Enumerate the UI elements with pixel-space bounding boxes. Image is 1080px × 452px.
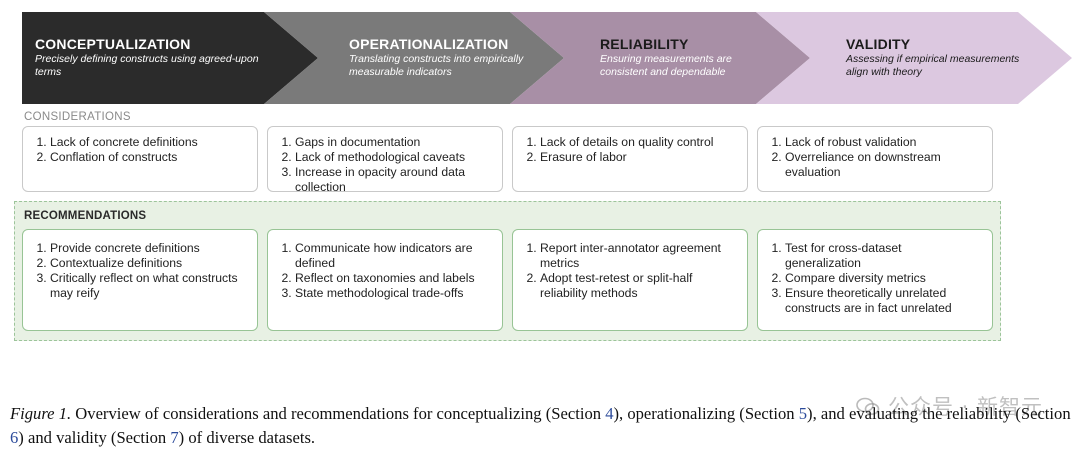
section-ref-link[interactable]: 7 <box>170 428 179 447</box>
stage-subtitle: Ensuring measurements are consistent and… <box>600 53 732 78</box>
caption-text: ) and validity (Section <box>18 428 171 447</box>
stage-conceptualization: CONCEPTUALIZATION Precisely defining con… <box>35 36 260 79</box>
caption-text: ), and evaluating the reliability (Secti… <box>807 404 1071 423</box>
caption-text: Overview of considerations and recommend… <box>71 404 606 423</box>
stage-title: CONCEPTUALIZATION <box>35 36 191 52</box>
considerations-box-validity: Lack of robust validation Overreliance o… <box>757 126 993 192</box>
caption-text: ) of diverse datasets. <box>178 428 316 447</box>
list-item: Ensure theoretically unrelated construct… <box>785 286 980 316</box>
wechat-icon <box>856 397 880 415</box>
figure-label: Figure 1. <box>10 404 72 423</box>
list-item: Test for cross-dataset generalization <box>785 241 980 271</box>
list-item: Lack of details on quality control <box>540 135 735 150</box>
list-item: Lack of methodological caveats <box>295 150 490 165</box>
stage-title: RELIABILITY <box>600 36 689 52</box>
figure-caption: Figure 1. Overview of considerations and… <box>10 402 1075 450</box>
watermark: 公众号 · 新智元 <box>856 391 1043 421</box>
list-item: Lack of robust validation <box>785 135 980 150</box>
list-item: Contextualize definitions <box>50 256 245 271</box>
stage-arrow-operationalization <box>264 12 564 104</box>
section-ref-link[interactable]: 5 <box>798 404 808 423</box>
list-item: Adopt test-retest or split-half reliabil… <box>540 271 735 301</box>
stage-validity: VALIDITY Assessing if empirical measurem… <box>846 36 1036 79</box>
recommendations-label: RECOMMENDATIONS <box>24 210 147 222</box>
list-item: Conflation of constructs <box>50 150 245 165</box>
list-item: Gaps in documentation <box>295 135 490 150</box>
stage-subtitle: Assessing if empirical measurements alig… <box>846 53 1020 78</box>
considerations-label: CONSIDERATIONS <box>24 111 131 123</box>
stage-subtitle: Translating constructs into empirically … <box>349 53 524 78</box>
recommendations-box-conceptualization: Provide concrete definitions Contextuali… <box>22 229 258 331</box>
section-ref-link[interactable]: 4 <box>605 404 614 423</box>
list-item: Erasure of labor <box>540 150 735 165</box>
considerations-box-operationalization: Gaps in documentation Lack of methodolog… <box>267 126 503 195</box>
considerations-box-conceptualization: Lack of concrete definitions Conflation … <box>22 126 258 192</box>
recommendations-box-reliability: Report inter-annotator agreement metrics… <box>512 229 748 331</box>
stage-title: VALIDITY <box>846 36 911 52</box>
stage-arrow-conceptualization <box>22 12 318 104</box>
list-item: Provide concrete definitions <box>50 241 245 256</box>
list-item: Communicate how indicators are defined <box>295 241 490 271</box>
recommendations-box-validity: Test for cross-dataset generalization Co… <box>757 229 993 331</box>
list-item: Reflect on taxonomies and labels <box>295 271 490 286</box>
list-item: Compare diversity metrics <box>785 271 980 286</box>
caption-text: ), operationalizing (Section <box>613 404 799 423</box>
list-item: Report inter-annotator agreement metrics <box>540 241 735 271</box>
list-item: Lack of concrete definitions <box>50 135 245 150</box>
recommendations-box-operationalization: Communicate how indicators are defined R… <box>267 229 503 331</box>
stage-title: OPERATIONALIZATION <box>349 36 509 52</box>
list-item: State methodological trade-offs <box>295 286 490 301</box>
list-item: Increase in opacity around data collecti… <box>295 165 490 195</box>
section-ref-link[interactable]: 6 <box>10 428 19 447</box>
stage-arrow-reliability <box>510 12 810 104</box>
stage-subtitle: Precisely defining constructs using agre… <box>35 53 259 78</box>
list-item: Critically reflect on what constructs ma… <box>50 271 245 301</box>
considerations-box-reliability: Lack of details on quality control Erasu… <box>512 126 748 192</box>
stage-arrow-validity <box>756 12 1072 104</box>
list-item: Overreliance on downstream evaluation <box>785 150 980 180</box>
stage-operationalization: OPERATIONALIZATION Translating construct… <box>349 36 549 79</box>
stage-reliability: RELIABILITY Ensuring measurements are co… <box>600 36 780 79</box>
watermark-text: 公众号 · 新智元 <box>888 395 1044 419</box>
stage-arrows <box>22 12 1072 104</box>
